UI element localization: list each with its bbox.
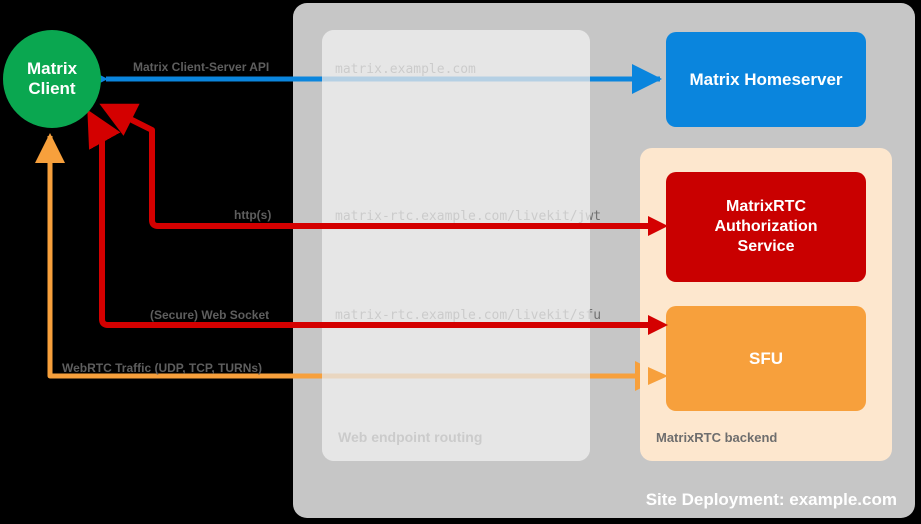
arrowhead-webrtc-target	[648, 367, 668, 385]
edge-label-https: http(s)	[234, 208, 272, 222]
node-sfu-label: SFU	[749, 348, 783, 368]
edge-websocket	[87, 109, 662, 328]
node-matrix-client-label-line2: Client	[28, 79, 76, 98]
node-matrix-homeserver[interactable]: Matrix Homeserver	[666, 32, 866, 127]
arrowhead-websocket-target	[648, 315, 668, 335]
node-auth-label-line3: Service	[737, 238, 795, 255]
node-matrixrtc-authorization-service[interactable]: MatrixRTC Authorization Service	[666, 172, 866, 282]
node-matrix-homeserver-label: Matrix Homeserver	[689, 69, 843, 89]
node-auth-label-line2: Authorization	[714, 218, 818, 235]
edge-label-cs-api: Matrix Client-Server API	[133, 60, 270, 74]
node-sfu[interactable]: SFU	[666, 306, 866, 411]
arrowhead-https-target	[648, 216, 668, 236]
edge-https	[99, 103, 662, 229]
edge-label-webrtc: WebRTC Traffic (UDP, TCP, TURNs)	[62, 361, 263, 375]
node-matrix-client[interactable]: Matrix Client	[3, 30, 101, 128]
edge-label-websocket: (Secure) Web Socket	[150, 308, 270, 322]
node-auth-label-line1: MatrixRTC	[725, 198, 806, 215]
node-matrix-client-label-line1: Matrix	[26, 59, 78, 79]
